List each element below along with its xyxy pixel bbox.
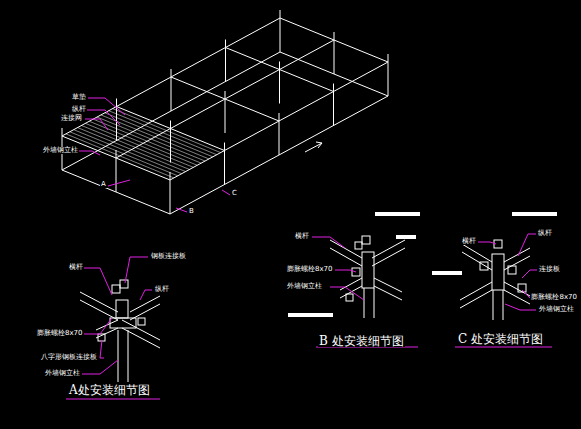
part-label: 膨胀螺栓8x70 — [36, 330, 84, 337]
part-label: 纵杆 — [154, 286, 170, 293]
part-label: 外墙钢立柱 — [286, 283, 323, 290]
part-label: 外墙钢立柱 — [538, 306, 575, 313]
part-label: 连接网 — [60, 115, 83, 122]
part-label: 外墙钢立柱 — [42, 147, 79, 154]
part-label: 外墙钢立柱 — [44, 370, 81, 377]
part-label: 八字形钢板连接板 — [40, 354, 98, 361]
detail-title: B 处安装细节图 — [318, 335, 405, 347]
detail-title: C 处安装细节图 — [457, 333, 544, 345]
part-label: A — [100, 181, 107, 188]
part-label: 钢板连接板 — [150, 253, 187, 260]
part-label: 纵杆 — [71, 106, 87, 113]
part-label: 膨胀螺栓8x70 — [530, 294, 578, 301]
part-label: 纵杆 — [537, 230, 553, 237]
part-label: C — [231, 190, 238, 197]
part-label: 膨胀螺栓8x70 — [286, 266, 334, 273]
detail-title: A处安装细节图 — [68, 384, 151, 396]
part-label: 连接板 — [538, 266, 561, 273]
part-label: 草垫 — [71, 94, 87, 101]
part-label: 横杆 — [461, 238, 477, 245]
part-label: 横杆 — [294, 233, 310, 240]
part-label: B — [188, 208, 195, 215]
part-label: 横杆 — [68, 264, 84, 271]
